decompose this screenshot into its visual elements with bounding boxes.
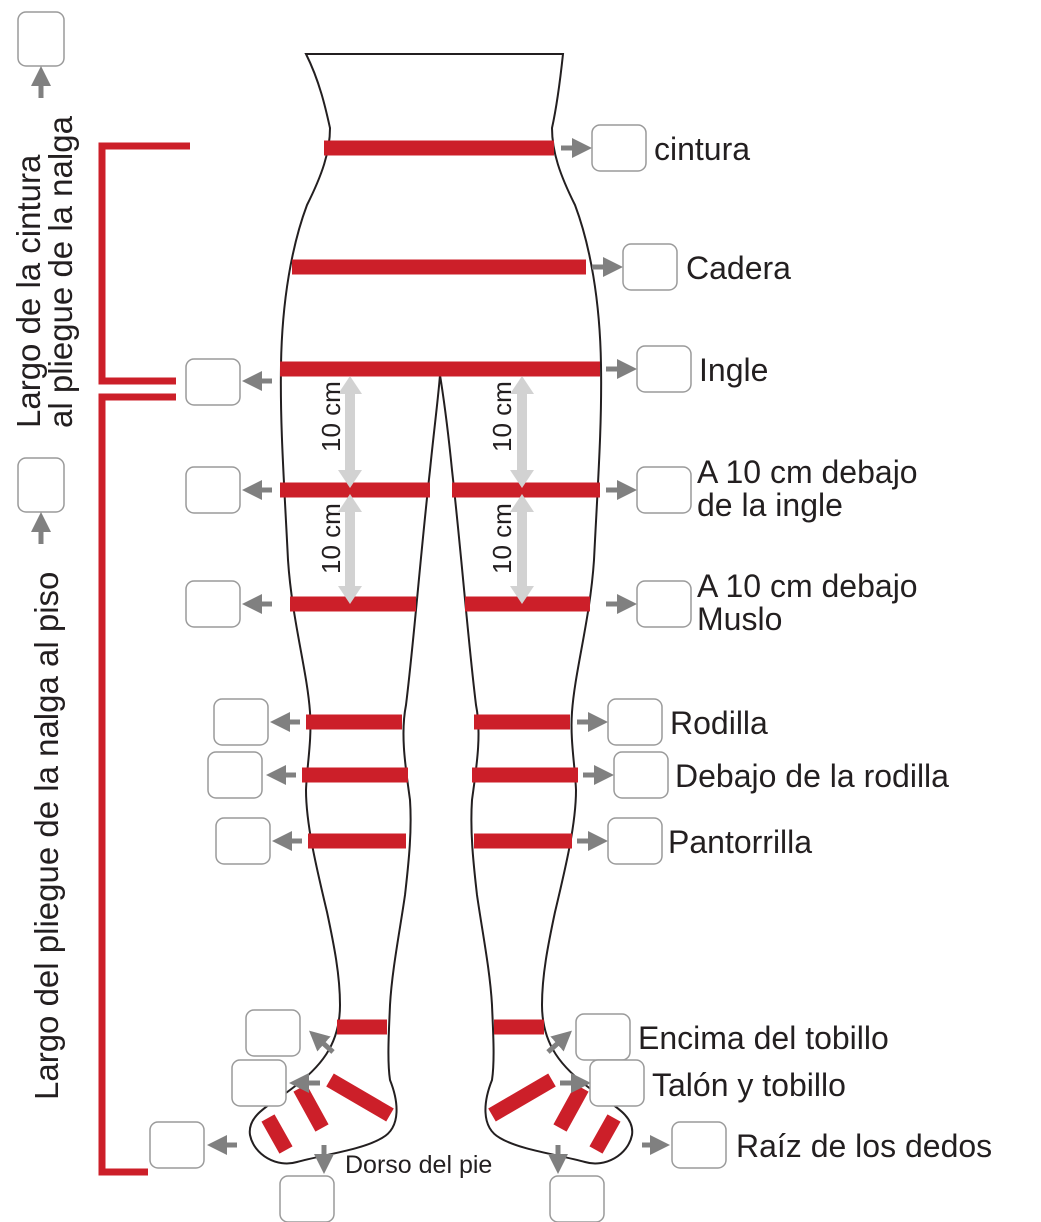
svg-text:10 cm: 10 cm — [316, 503, 346, 574]
svg-text:Largo del pliegue de la nalga: Largo del pliegue de la nalga al piso — [28, 572, 65, 1100]
vertical-label-waist-to-gluteal: Largo de la cintura al pliegue de la nal… — [10, 115, 79, 428]
measurement-labels: cintura Cadera Ingle A 10 cm debajo de l… — [345, 131, 992, 1179]
band-instep-left-2 — [261, 1114, 293, 1154]
label-below-groin-line2: de la ingle — [697, 487, 843, 523]
left-input-boxes — [149, 358, 335, 1222]
band-heel-right — [488, 1073, 556, 1122]
label-hip: Cadera — [686, 250, 791, 286]
label-thigh-line2: Muslo — [697, 601, 782, 637]
label-below-groin-line1: A 10 cm debajo — [697, 454, 918, 490]
input-calf-left-box[interactable] — [215, 817, 271, 865]
band-instep-left-1 — [293, 1084, 329, 1132]
vertical-label-gluteal-to-floor: Largo del pliegue de la nalga al piso — [28, 572, 65, 1100]
svg-text:Largo de la cintura: Largo de la cintura — [10, 154, 47, 428]
input-gluteal-to-floor-box[interactable] — [17, 457, 65, 513]
spacing-labels: 10 cm 10 cm 10 cm 10 cm — [316, 381, 517, 574]
arrow-up-left-icon — [309, 1030, 335, 1054]
label-knee: Rodilla — [670, 705, 768, 741]
input-above-ankle-right-box[interactable] — [575, 1013, 631, 1061]
band-heel-left — [326, 1073, 394, 1122]
svg-text:10 cm: 10 cm — [316, 381, 346, 452]
input-knee-right-box[interactable] — [607, 698, 663, 746]
input-calf-right-box[interactable] — [607, 817, 663, 865]
svg-text:10 cm: 10 cm — [487, 381, 517, 452]
label-heel-ankle: Talón y tobillo — [652, 1067, 846, 1103]
input-instep-right-box[interactable] — [549, 1175, 605, 1222]
bracket-gluteal-to-floor — [98, 393, 176, 1176]
right-input-boxes — [549, 124, 727, 1222]
label-groin: Ingle — [699, 352, 768, 388]
input-below-knee-right-box[interactable] — [613, 751, 669, 799]
label-above-ankle: Encima del tobillo — [638, 1020, 889, 1056]
input-above-ankle-left-box[interactable] — [245, 1009, 301, 1057]
input-groin-left-box[interactable] — [185, 358, 241, 406]
label-calf: Pantorrilla — [668, 824, 812, 860]
input-hip-box[interactable] — [622, 243, 678, 291]
arrow-up-right-icon — [546, 1030, 572, 1054]
svg-text:10 cm: 10 cm — [487, 503, 517, 574]
spacing-arrows — [338, 376, 534, 604]
input-instep-left-box[interactable] — [279, 1175, 335, 1222]
input-below-groin-right-box[interactable] — [636, 466, 692, 514]
label-waist: cintura — [654, 131, 750, 167]
band-instep-right-2 — [589, 1114, 621, 1154]
input-groin-right-box[interactable] — [636, 345, 692, 393]
right-arrows — [546, 138, 670, 1174]
input-toe-left-box[interactable] — [149, 1121, 205, 1169]
input-knee-left-box[interactable] — [213, 698, 269, 746]
measurement-bands — [261, 140, 621, 1154]
input-below-groin-left-box[interactable] — [185, 466, 241, 514]
input-heel-right-box[interactable] — [589, 1059, 645, 1107]
input-heel-left-box[interactable] — [231, 1059, 287, 1107]
label-thigh-line1: A 10 cm debajo — [697, 568, 918, 604]
svg-text:al pliegue de la nalga: al pliegue de la nalga — [42, 115, 79, 428]
input-below-knee-left-box[interactable] — [207, 751, 263, 799]
bracket-waist-to-gluteal — [98, 142, 190, 385]
label-toe-base: Raíz de los dedos — [736, 1128, 992, 1164]
left-arrows — [207, 371, 335, 1174]
label-below-knee: Debajo de la rodilla — [675, 758, 949, 794]
input-thigh-left-box[interactable] — [185, 580, 241, 628]
input-waist-box[interactable] — [591, 124, 647, 172]
label-instep: Dorso del pie — [345, 1151, 492, 1179]
input-toe-right-box[interactable] — [671, 1121, 727, 1169]
input-thigh-right-box[interactable] — [636, 580, 692, 628]
band-instep-right-1 — [553, 1084, 589, 1132]
input-waist-to-gluteal-box[interactable] — [17, 11, 65, 67]
